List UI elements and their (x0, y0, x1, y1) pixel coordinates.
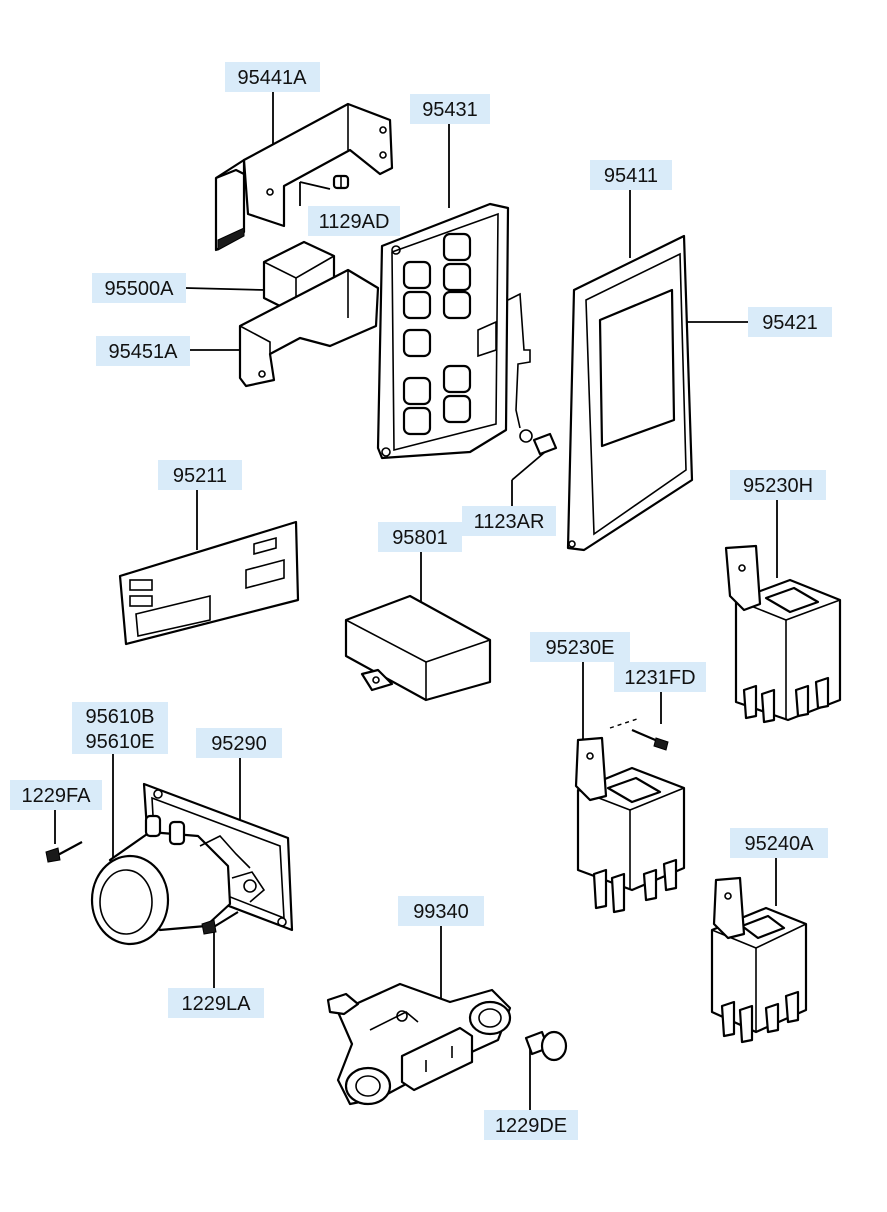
label-95240A: 95240A (730, 828, 828, 858)
svg-text:95411: 95411 (604, 165, 658, 187)
svg-text:1129AD: 1129AD (319, 211, 390, 233)
label-95421: 95421 (748, 307, 832, 337)
svg-text:95801: 95801 (392, 527, 448, 549)
svg-text:95500A: 95500A (105, 278, 175, 300)
label-95230E: 95230E (530, 632, 630, 662)
svg-text:95230E: 95230E (546, 637, 615, 659)
label-1231FD: 1231FD (614, 662, 706, 692)
svg-text:99340: 99340 (413, 901, 469, 923)
part-95610-switch (90, 814, 266, 946)
svg-text:95421: 95421 (762, 312, 818, 334)
label-95451A: 95451A (96, 336, 190, 366)
label-95610B: 95610B (72, 702, 168, 728)
svg-text:95290: 95290 (211, 733, 267, 755)
svg-text:95451A: 95451A (109, 341, 179, 363)
screw-1231FD (609, 717, 669, 751)
part-95451A-bracket (238, 268, 380, 388)
svg-text:95211: 95211 (173, 465, 227, 487)
label-95211: 95211 (158, 460, 242, 490)
label-95230H: 95230H (730, 470, 826, 500)
svg-text:1231FD: 1231FD (624, 667, 695, 689)
svg-text:1229LA: 1229LA (182, 993, 252, 1015)
label-95441A: 95441A (225, 62, 320, 92)
svg-text:95441A: 95441A (238, 67, 308, 89)
svg-text:1229FA: 1229FA (22, 785, 92, 807)
part-95441A-bracket (214, 102, 394, 252)
screw-1129AD (332, 174, 350, 190)
screw-1229FA (45, 841, 83, 863)
part-95230H-relay (724, 544, 842, 724)
part-99340-lamp (326, 982, 512, 1106)
label-95610E: 95610E (72, 728, 168, 754)
svg-text:1229DE: 1229DE (495, 1115, 567, 1137)
part-95431-junction-box (376, 202, 531, 460)
rivet-1229DE (524, 1030, 568, 1062)
label-99340: 99340 (398, 896, 484, 926)
label-95411: 95411 (590, 160, 672, 190)
svg-text:95431: 95431 (422, 99, 478, 121)
label-95801: 95801 (378, 522, 462, 552)
label-95290: 95290 (196, 728, 282, 758)
label-95500A: 95500A (92, 273, 186, 303)
svg-text:95610E: 95610E (86, 731, 155, 753)
part-95211-label (118, 520, 300, 646)
screw-1229LA (201, 911, 239, 935)
leader-lines (54, 92, 778, 1110)
label-1229LA: 1229LA (168, 988, 264, 1018)
svg-text:95240A: 95240A (745, 833, 815, 855)
label-1129AD: 1129AD (308, 206, 400, 236)
label-1123AR: 1123AR (462, 506, 556, 536)
label-1229DE: 1229DE (484, 1110, 578, 1140)
svg-text:95230H: 95230H (743, 475, 813, 497)
part-95240A-relay (710, 876, 808, 1044)
svg-text:1123AR: 1123AR (474, 511, 545, 533)
label-1229FA: 1229FA (10, 780, 102, 810)
part-95801-module (344, 594, 492, 702)
part-95411-cover (566, 234, 694, 552)
part-95230E-relay (574, 736, 686, 914)
screw-1123AR (519, 429, 558, 456)
label-95431: 95431 (410, 94, 490, 124)
svg-text:95610B: 95610B (86, 706, 155, 728)
